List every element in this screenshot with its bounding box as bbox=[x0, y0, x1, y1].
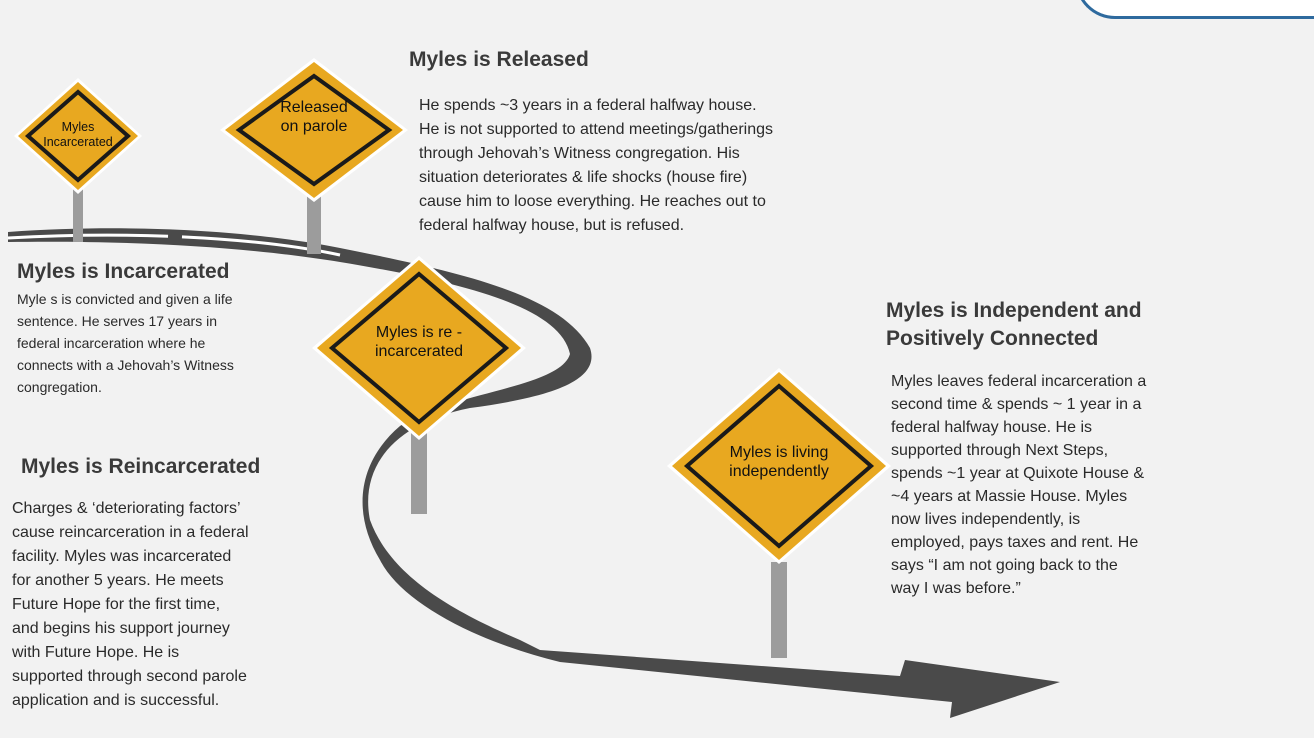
stage-released-text: He spends ~3 years in a federal halfway … bbox=[419, 97, 773, 234]
sign-reincarcerated-label: Myles is re - incarcerated bbox=[374, 324, 464, 360]
stage-independent-text: Myles leaves federal incarceration a sec… bbox=[891, 373, 1147, 597]
sign-pole bbox=[771, 562, 787, 658]
sign-reincarcerated bbox=[312, 256, 526, 440]
sign-independent-label: Myles is living independently bbox=[729, 444, 829, 480]
stage-independent-title: Myles is Independent and Positively Conn… bbox=[886, 299, 1142, 350]
stage-released-title: Myles is Released bbox=[409, 48, 589, 71]
sign-incarcerated bbox=[14, 78, 142, 194]
stage-reincarcerated-title: Myles is Reincarcerated bbox=[21, 455, 261, 478]
stage-incarcerated-text: Myle s is convicted and given a life sen… bbox=[17, 291, 234, 395]
sign-incarcerated-label: Myles Incarcerated bbox=[43, 120, 113, 149]
sign-pole bbox=[307, 186, 321, 254]
sign-pole bbox=[411, 430, 427, 514]
sign-parole-label: Released on parole bbox=[280, 99, 348, 135]
sign-independent bbox=[667, 368, 891, 564]
stage-incarcerated-title: Myles is Incarcerated bbox=[17, 260, 230, 283]
road bbox=[8, 228, 1060, 718]
stage-reincarcerated-text: Charges & ‘deteriorating factors’ cause … bbox=[12, 500, 249, 709]
sign-parole bbox=[220, 58, 408, 202]
sign-pole bbox=[73, 186, 83, 242]
